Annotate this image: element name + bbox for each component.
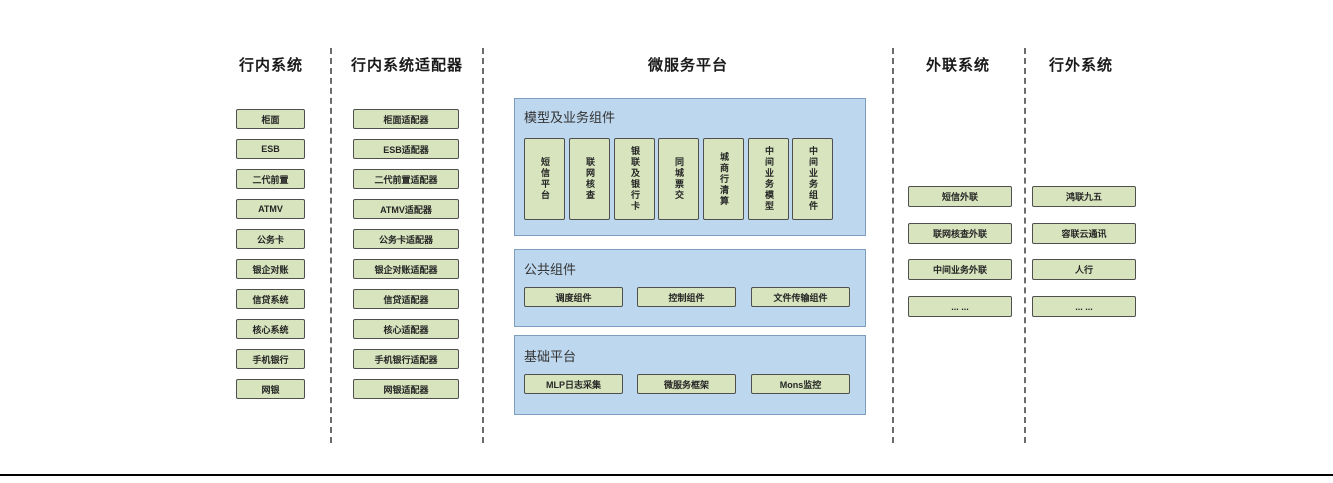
adapter-box: 信贷适配器 (353, 289, 459, 309)
model-component-box: 联网核查 (569, 138, 610, 220)
column-divider (892, 48, 894, 443)
internal-system-box: 公务卡 (236, 229, 305, 249)
column-title-internal-systems: 行内系统 (238, 57, 303, 74)
base-platform-box: MLP日志采集 (524, 374, 623, 394)
outside-system-box: 人行 (1032, 259, 1136, 280)
base-platform-box: 微服务框架 (637, 374, 736, 394)
adapter-box: 公务卡适配器 (353, 229, 459, 249)
external-link-box: 联网核查外联 (908, 223, 1012, 244)
common-component-box: 文件传输组件 (751, 287, 850, 307)
outside-system-box: 容联云通讯 (1032, 223, 1136, 244)
common-component-box: 控制组件 (637, 287, 736, 307)
outside-system-box: ... ... (1032, 296, 1136, 317)
column-title-internal-adapters: 行内系统适配器 (350, 57, 463, 74)
adapter-box: 银企对账适配器 (353, 259, 459, 279)
column-divider (1024, 48, 1026, 443)
column-divider (330, 48, 332, 443)
internal-system-box: ESB (236, 139, 305, 159)
adapter-box: 核心适配器 (353, 319, 459, 339)
adapter-box: ESB适配器 (353, 139, 459, 159)
internal-system-box: 信贷系统 (236, 289, 305, 309)
column-divider (482, 48, 484, 443)
internal-system-box: 网银 (236, 379, 305, 399)
external-link-box: 短信外联 (908, 186, 1012, 207)
model-component-box: 城商行清算 (703, 138, 744, 220)
model-component-box: 中间业务组件 (792, 138, 833, 220)
bottom-rule (0, 474, 1333, 476)
outside-system-box: 鸿联九五 (1032, 186, 1136, 207)
internal-system-box: ATMV (236, 199, 305, 219)
internal-system-box: 柜面 (236, 109, 305, 129)
model-component-box: 银联及银行卡 (614, 138, 655, 220)
model-component-box: 同城票交 (658, 138, 699, 220)
panel-title: 公共组件 (524, 262, 577, 277)
adapter-box: ATMV适配器 (353, 199, 459, 219)
internal-system-box: 核心系统 (236, 319, 305, 339)
model-component-box: 短信平台 (524, 138, 565, 220)
base-platform-box: Mons监控 (751, 374, 850, 394)
panel-title: 基础平台 (524, 349, 577, 364)
column-title-outside-systems: 行外系统 (1048, 57, 1113, 74)
external-link-box: ... ... (908, 296, 1012, 317)
panel-title: 模型及业务组件 (524, 110, 616, 125)
adapter-box: 柜面适配器 (353, 109, 459, 129)
common-component-box: 调度组件 (524, 287, 623, 307)
adapter-box: 网银适配器 (353, 379, 459, 399)
internal-system-box: 二代前置 (236, 169, 305, 189)
external-link-box: 中间业务外联 (908, 259, 1012, 280)
adapter-box: 二代前置适配器 (353, 169, 459, 189)
column-title-microservice-platform: 微服务平台 (647, 57, 728, 74)
adapter-box: 手机银行适配器 (353, 349, 459, 369)
model-component-box: 中间业务模型 (748, 138, 789, 220)
column-title-external-link-systems: 外联系统 (925, 57, 990, 74)
internal-system-box: 银企对账 (236, 259, 305, 279)
internal-system-box: 手机银行 (236, 349, 305, 369)
